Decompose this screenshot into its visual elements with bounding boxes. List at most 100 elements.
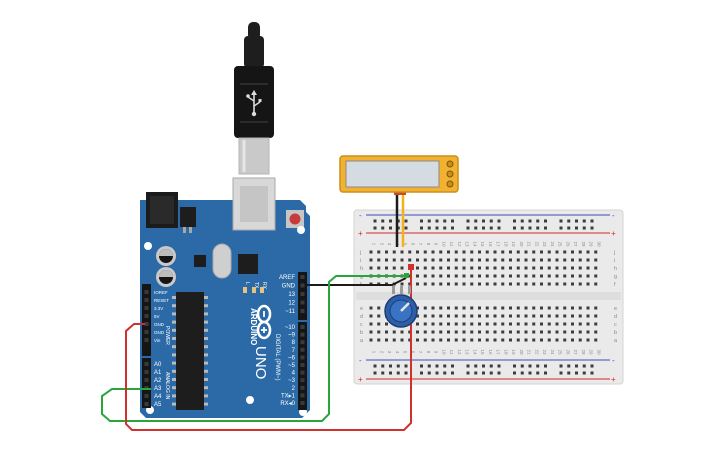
breadboard-hole[interactable] — [532, 258, 536, 262]
header-hole[interactable] — [300, 385, 305, 390]
breadboard-hole[interactable] — [540, 306, 543, 310]
breadboard-hole[interactable] — [470, 322, 474, 326]
breadboard-hole[interactable] — [408, 282, 412, 286]
breadboard-hole[interactable] — [423, 322, 427, 326]
breadboard-hole[interactable] — [408, 338, 412, 342]
breadboard-hole[interactable] — [462, 258, 466, 262]
breadboard-hole[interactable] — [563, 306, 567, 310]
breadboard-hole[interactable] — [571, 250, 574, 254]
breadboard-hole[interactable] — [478, 274, 481, 278]
breadboard-hole[interactable] — [369, 266, 373, 270]
rail-hole[interactable] — [381, 226, 385, 230]
rail-hole[interactable] — [513, 226, 516, 230]
breadboard-hole[interactable] — [540, 266, 543, 270]
breadboard-hole[interactable] — [516, 258, 520, 262]
breadboard-hole[interactable] — [578, 314, 582, 318]
breadboard-hole[interactable] — [516, 338, 520, 342]
breadboard-hole[interactable] — [439, 322, 443, 326]
breadboard-hole[interactable] — [524, 258, 528, 262]
breadboard-hole[interactable] — [493, 330, 497, 334]
rail-hole[interactable] — [443, 371, 447, 375]
breadboard-hole[interactable] — [524, 266, 528, 270]
breadboard-hole[interactable] — [485, 314, 489, 318]
breadboard-hole[interactable] — [532, 266, 536, 270]
breadboard-hole[interactable] — [447, 274, 450, 278]
breadboard-hole[interactable] — [501, 282, 505, 286]
breadboard-hole[interactable] — [594, 258, 598, 262]
rail-hole[interactable] — [373, 226, 377, 230]
breadboard-hole[interactable] — [509, 314, 512, 318]
breadboard-hole[interactable] — [578, 266, 582, 270]
breadboard-hole[interactable] — [478, 330, 481, 334]
breadboard-hole[interactable] — [408, 258, 412, 262]
header-hole[interactable] — [300, 370, 305, 375]
rail-hole[interactable] — [489, 364, 493, 368]
breadboard-hole[interactable] — [485, 250, 489, 254]
breadboard-hole[interactable] — [431, 274, 435, 278]
breadboard-hole[interactable] — [454, 338, 458, 342]
breadboard-hole[interactable] — [532, 282, 536, 286]
breadboard-hole[interactable] — [400, 266, 404, 270]
breadboard-hole[interactable] — [485, 306, 489, 310]
rail-hole[interactable] — [435, 364, 439, 368]
rail-hole[interactable] — [443, 226, 447, 230]
rail-hole[interactable] — [567, 219, 571, 223]
breadboard-hole[interactable] — [509, 266, 512, 270]
breadboard-hole[interactable] — [516, 330, 520, 334]
rail-hole[interactable] — [582, 364, 586, 368]
rail-hole[interactable] — [497, 219, 501, 223]
breadboard-hole[interactable] — [578, 282, 582, 286]
breadboard-hole[interactable] — [493, 250, 497, 254]
rail-hole[interactable] — [381, 219, 385, 223]
breadboard-hole[interactable] — [447, 282, 450, 286]
breadboard-hole[interactable] — [509, 250, 512, 254]
breadboard-hole[interactable] — [447, 266, 450, 270]
breadboard-hole[interactable] — [478, 258, 481, 262]
breadboard-hole[interactable] — [493, 266, 497, 270]
breadboard-hole[interactable] — [532, 338, 536, 342]
breadboard-hole[interactable] — [532, 306, 536, 310]
breadboard-hole[interactable] — [377, 314, 381, 318]
breadboard-hole[interactable] — [462, 250, 466, 254]
breadboard-hole[interactable] — [377, 250, 381, 254]
breadboard-hole[interactable] — [369, 314, 373, 318]
rail-hole[interactable] — [497, 364, 501, 368]
breadboard-hole[interactable] — [540, 274, 543, 278]
header-hole[interactable] — [144, 378, 149, 382]
header-hole[interactable] — [300, 283, 305, 288]
rail-hole[interactable] — [466, 364, 470, 368]
breadboard-hole[interactable] — [431, 258, 435, 262]
potentiometer[interactable] — [384, 286, 418, 328]
breadboard-hole[interactable] — [578, 250, 582, 254]
breadboard-hole[interactable] — [454, 282, 458, 286]
breadboard-hole[interactable] — [447, 314, 450, 318]
rail-hole[interactable] — [381, 371, 385, 375]
breadboard-hole[interactable] — [470, 266, 474, 270]
breadboard-hole[interactable] — [439, 250, 443, 254]
header-hole[interactable] — [300, 393, 305, 398]
rail-hole[interactable] — [389, 371, 392, 375]
breadboard-hole[interactable] — [501, 266, 505, 270]
breadboard-hole[interactable] — [578, 338, 582, 342]
rail-hole[interactable] — [427, 364, 431, 368]
breadboard-hole[interactable] — [586, 274, 590, 278]
breadboard-hole[interactable] — [369, 330, 373, 334]
rail-hole[interactable] — [427, 226, 431, 230]
rail-hole[interactable] — [489, 219, 493, 223]
breadboard-hole[interactable] — [431, 338, 435, 342]
rail-hole[interactable] — [474, 219, 478, 223]
rail-hole[interactable] — [482, 371, 485, 375]
rail-hole[interactable] — [544, 219, 547, 223]
breadboard-hole[interactable] — [462, 314, 466, 318]
breadboard-hole[interactable] — [547, 258, 551, 262]
rail-hole[interactable] — [404, 364, 408, 368]
breadboard-hole[interactable] — [400, 250, 404, 254]
breadboard-hole[interactable] — [416, 258, 419, 262]
breadboard-hole[interactable] — [509, 306, 512, 310]
breadboard-hole[interactable] — [454, 330, 458, 334]
breadboard-hole[interactable] — [594, 322, 598, 326]
rail-hole[interactable] — [474, 371, 478, 375]
breadboard-hole[interactable] — [439, 306, 443, 310]
breadboard-hole[interactable] — [416, 322, 419, 326]
header-hole[interactable] — [300, 401, 305, 405]
